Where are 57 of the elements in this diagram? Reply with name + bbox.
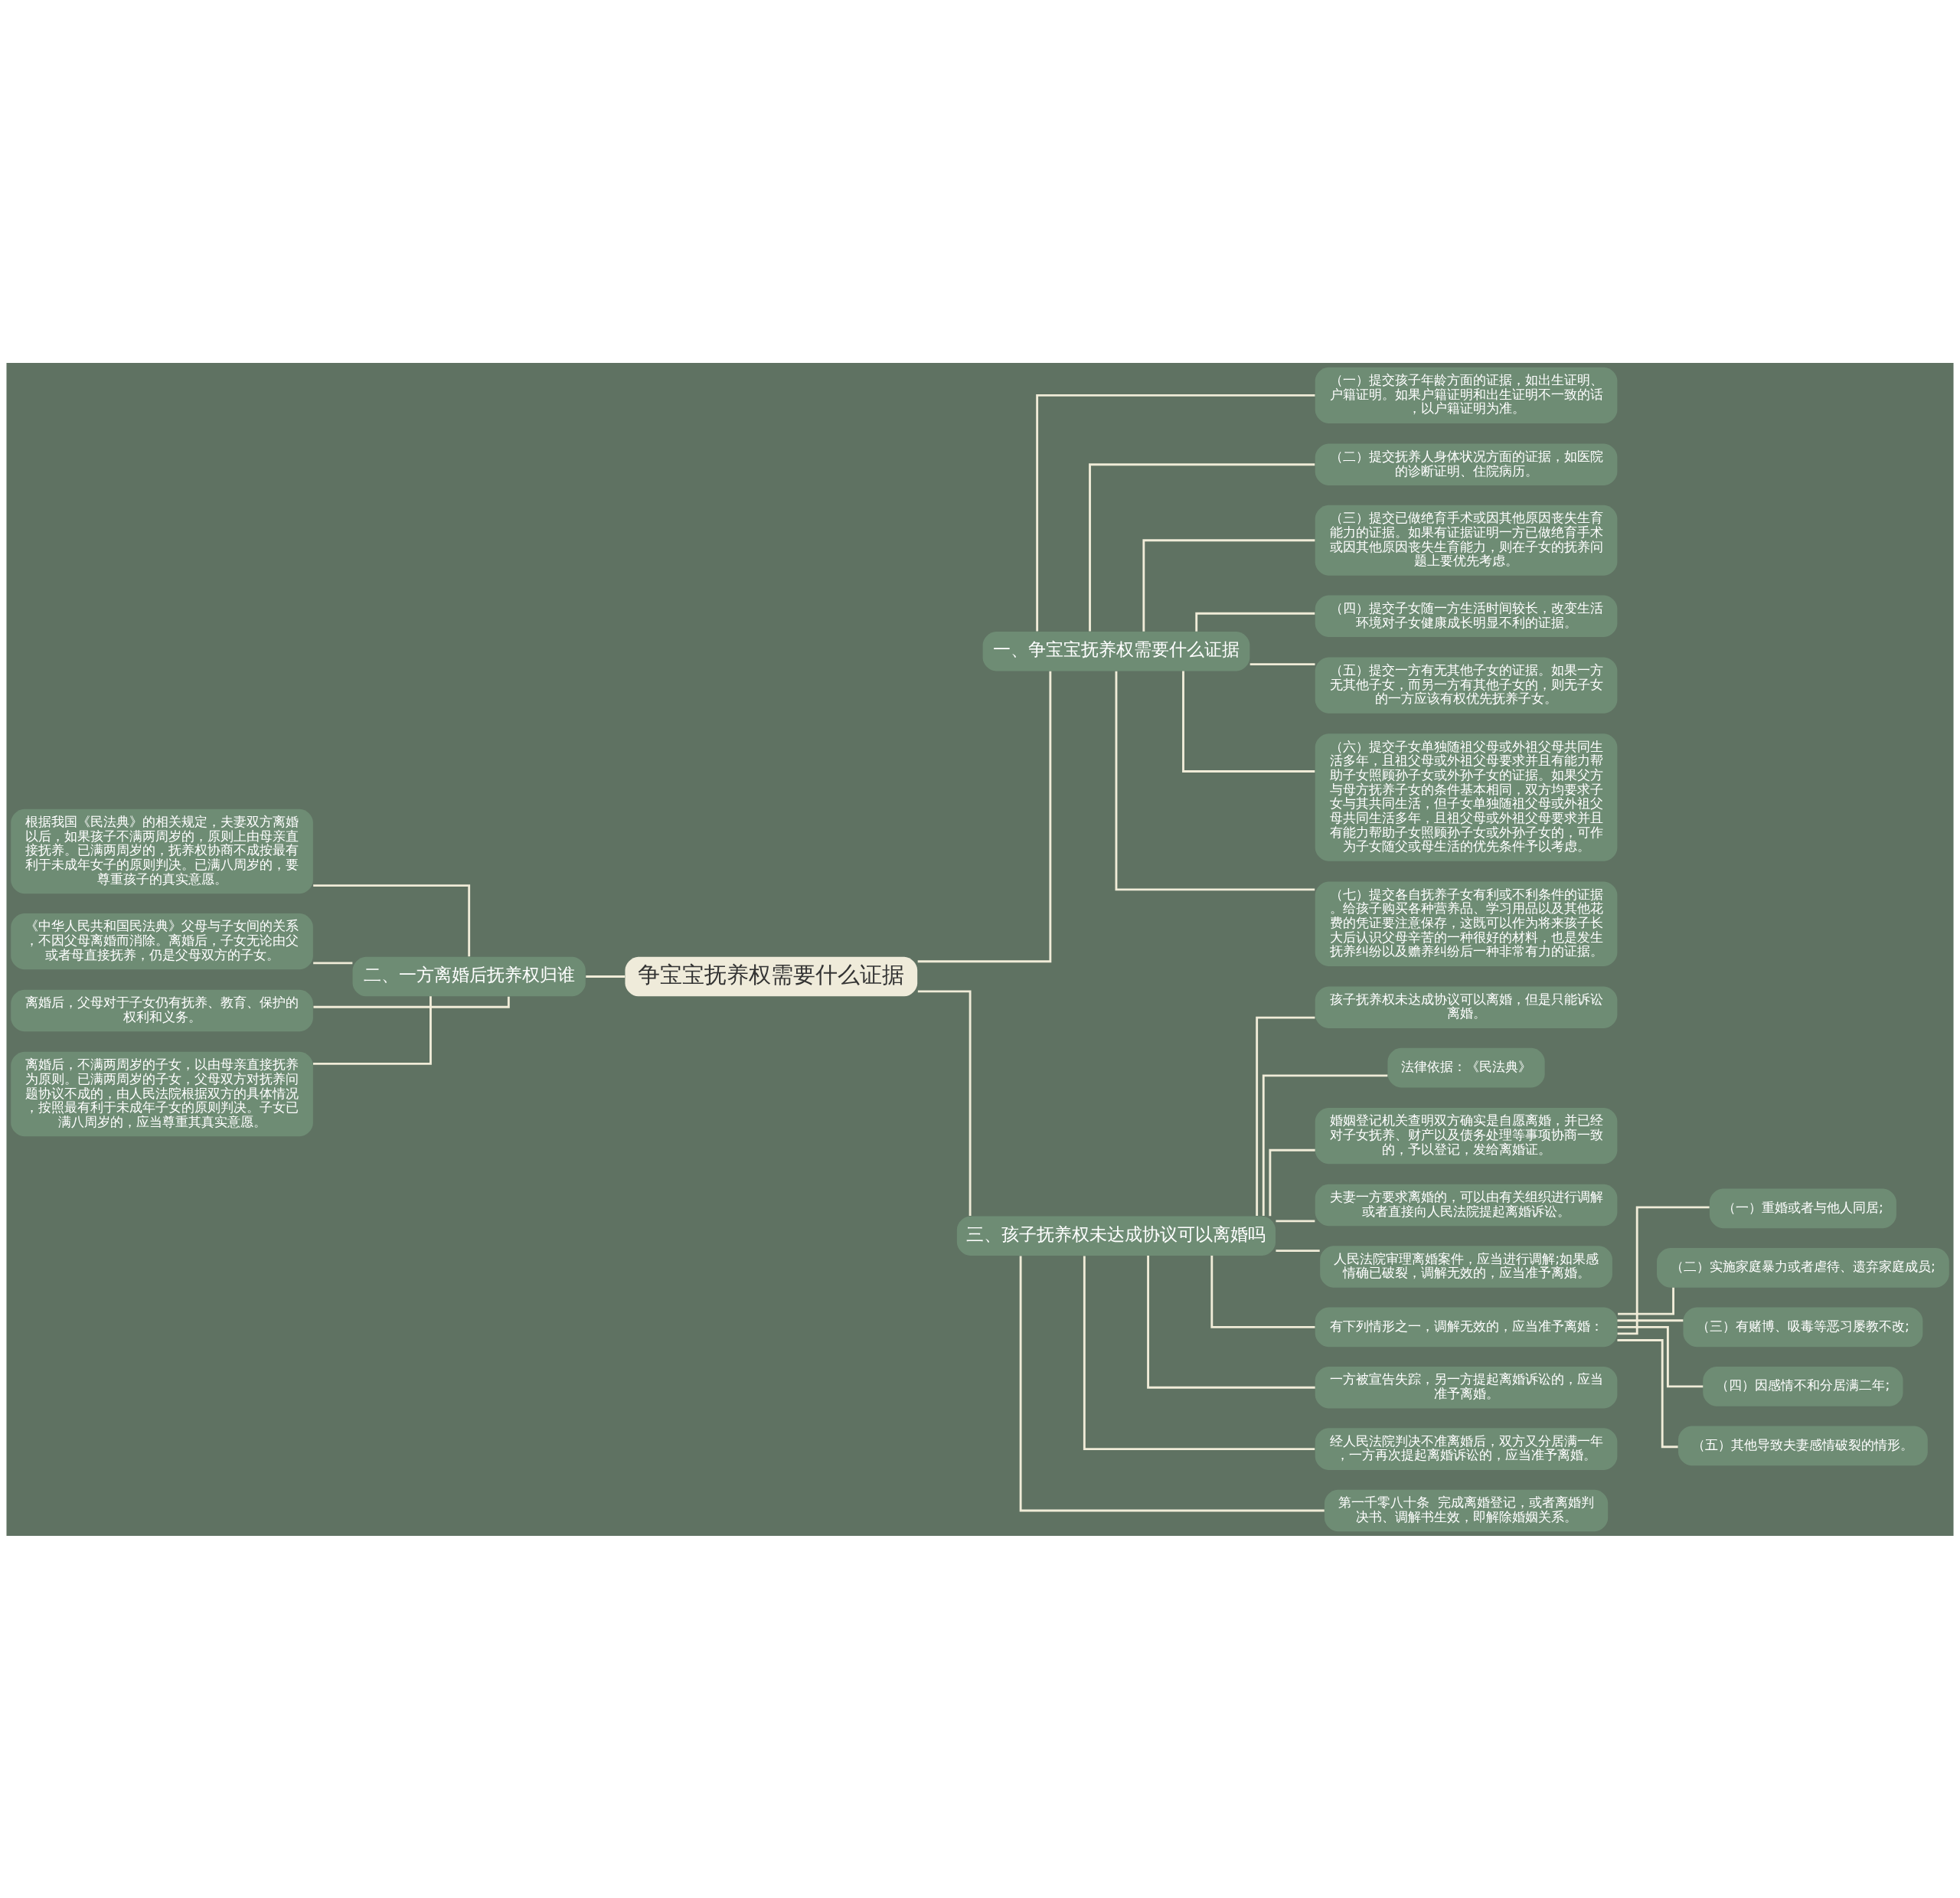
connector	[1269, 1148, 1315, 1216]
connector	[313, 995, 432, 1065]
node-box: （一）重婚或者与他人同居;	[1709, 1188, 1896, 1228]
node-box: 法律依据：《民法典》	[1387, 1047, 1545, 1087]
connector	[1256, 1016, 1315, 1216]
node-box: 二、一方离婚后抚养权归谁	[352, 956, 586, 996]
connector	[1276, 1249, 1320, 1252]
node-box: （四）提交子女随一方生活时间较长，改变生活环境对子女健康成长明显不利的证据。	[1315, 595, 1618, 637]
node-box: 经人民法院判决不准离婚后，双方又分居满一年，一方再次提起离婚诉讼的，应当准予离婚。	[1315, 1427, 1618, 1470]
connector	[586, 975, 626, 978]
node-box: （七）提交各自抚养子女有利或不利条件的证据。给孩子购买各种营养品、学习用品以及其他花费的凭证要注意保存，这既可以作为将来孩子长大后认识父母辛苦的一种很好的材料，也是发生抚养纠纷以及赡养纠纷后一种非常有力的证据。	[1315, 880, 1618, 966]
connector	[313, 962, 353, 964]
node-box: 有下列情形之一，调解无效的，应当准予离婚：	[1315, 1307, 1618, 1347]
connector	[1147, 1255, 1315, 1389]
node-box: 《中华人民共和国民法典》父母与子女间的关系，不因父母离婚而消除。离婚后，子女无论由父或者母直接抚养，仍是父母双方的子女。	[11, 913, 313, 969]
node-box: （一）提交孩子年龄方面的证据，如出生证明、户籍证明。如果户籍证明和出生证明不一致的话，以户籍证明为准。	[1315, 367, 1618, 423]
node-box: （六）提交子女单独随祖父母或外祖父母共同生活多年，且祖父母或外祖父母要求并且有能力帮助子女照顾孙子女或外孙子女的证据。如果父方与母方抚养子女的条件基本相同，双方均要求子女与其共同生活，但子女单独随祖父母或外祖父母共同生活多年，且祖父母或外祖父母要求并且有能力帮助子女照顾孙子女或外孙子女的，可作为子女随父或母生活的优先条件予以考虑。	[1315, 733, 1618, 861]
connector	[1617, 1325, 1704, 1387]
connector	[1617, 1338, 1678, 1448]
node-box: 夫妻一方要求离婚的，可以由有关组织进行调解或者直接向人民法院提起离婚诉讼。	[1315, 1184, 1618, 1226]
connector	[1142, 538, 1315, 632]
connector	[1036, 394, 1315, 631]
connector	[917, 671, 1052, 962]
connector	[1019, 1256, 1325, 1511]
node-box: 第一千零八十条 完成离婚登记，或者离婚判决书、调解书生效，即解除婚姻关系。	[1324, 1489, 1609, 1531]
node-box: 婚姻登记机关查明双方确实是自愿离婚，并已经对子女抚养、财产以及债务处理等事项协商一致的，予以登记，发给离婚证。	[1315, 1107, 1618, 1164]
node-box: （三）有赌博、吸毒等恶习屡教不改;	[1683, 1307, 1923, 1347]
connector	[1262, 1074, 1388, 1216]
connector	[1617, 1318, 1684, 1321]
connector	[1083, 1255, 1315, 1450]
node-box: （五）提交一方有无其他子女的证据。如果一方无其他子女，而另一方有其他子女的，则无子女的一方应该有权优先抚养子女。	[1315, 657, 1618, 714]
connector	[313, 996, 510, 1008]
node-box: 根据我国《民法典》的相关规定，夫妻双方离婚以后，如果孩子不满两周岁的，原则上由母亲直接抚养。已满两周岁的，抚养权协商不成按最有利于未成年女子的原则判决。已满八周岁的，要尊重孩子的真实意愿。	[11, 809, 313, 893]
node-box: 孩子抚养权未达成协议可以离婚，但是只能诉讼离婚。	[1315, 985, 1618, 1028]
node-box: （五）其他导致夫妻感情破裂的情形。	[1678, 1426, 1928, 1465]
node-box: 一方被宣告失踪，另一方提起离婚诉讼的，应当准予离婚。	[1315, 1366, 1618, 1409]
node-box: 争宝宝抚养权需要什么证据	[625, 956, 918, 996]
node-box: 人民法院审理离婚案件，应当进行调解;如果感情确已破裂，调解无效的，应当准予离婚。	[1320, 1245, 1612, 1288]
connector	[1276, 1219, 1315, 1222]
node-box: 离婚后，不满两周岁的子女，以由母亲直接抚养为原则。已满两周岁的子女，父母双方对抚养问题协议不成的，由人民法院根据双方的具体情况，按照最有利于未成年子女的原则判决。子女已满八周岁的，应当尊重其真实意愿。	[11, 1051, 313, 1136]
node-box: （二）实施家庭暴力或者虐待、遗弃家庭成员;	[1657, 1247, 1949, 1288]
node-box: （三）提交已做绝育手术或因其他原因丧失生育能力的证据。如果有证据证明一方已做绝育手术或因其他原因丧失生育能力，则在子女的抚养问题上要优先考虑。	[1315, 505, 1618, 576]
node-box: 一、争宝宝抚养权需要什么证据	[982, 631, 1250, 671]
connector	[917, 989, 972, 1216]
connector	[1250, 662, 1315, 665]
connector	[313, 884, 471, 956]
node-box: 三、孩子抚养权未达成协议可以离婚吗	[956, 1215, 1276, 1256]
connector	[1195, 612, 1315, 632]
connector	[1089, 462, 1315, 632]
connector	[1182, 671, 1315, 773]
connector	[1617, 1205, 1710, 1334]
connector	[1115, 671, 1315, 890]
node-box: （二）提交抚养人身体状况方面的证据，如医院的诊断证明、住院病历。	[1315, 443, 1618, 485]
node-box: （四）因感情不和分居满二年;	[1703, 1366, 1903, 1406]
node-box: 离婚后，父母对于子女仍有抚养、教育、保护的权利和义务。	[11, 989, 313, 1031]
connector	[1618, 1287, 1674, 1315]
connector	[1210, 1255, 1315, 1328]
